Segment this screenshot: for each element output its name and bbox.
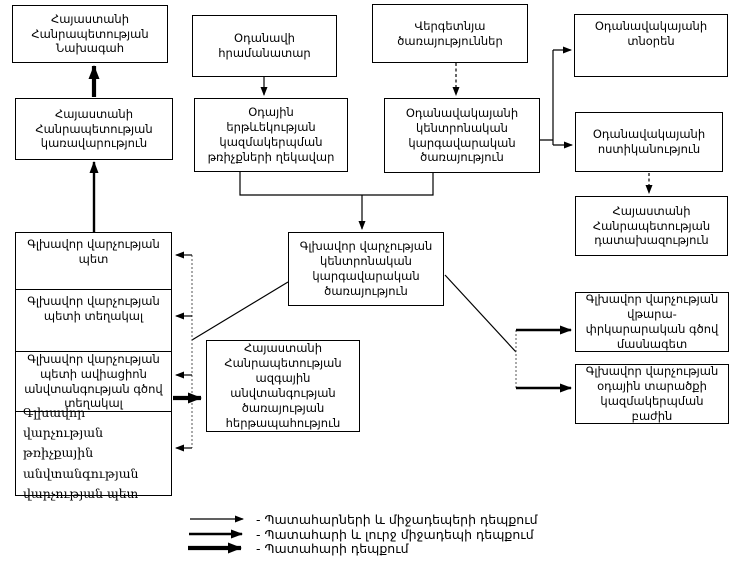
- node-airport-director: Օդանավակայանի տնօրեն: [574, 14, 728, 77]
- node-government: Հայաստանի Հանրապետության կառավարություն: [15, 98, 173, 160]
- node-airport-central-dispatch: Օդանավակայանի կենտրոնական կարգավարական ծ…: [384, 98, 540, 173]
- node-main-dept-central-dispatch: Գլխավոր վարչության կենտրոնական կարգավարա…: [288, 232, 444, 306]
- legend-label-incidents: - Պատահարների և միջադեպերի դեպքում: [256, 512, 538, 527]
- legend-label-serious-incident: - Պատահարի և լուրջ միջադեպի դեպքում: [256, 527, 534, 542]
- node-main-dept-head: Գլխավոր վարչության պետ: [15, 232, 172, 290]
- node-flight-safety-dept-head: Գլխավոր վարչության թռիչքային անվտանգությ…: [15, 405, 172, 501]
- edge-main-dispatch-to-right-boxes: [444, 274, 572, 393]
- node-airspace-division: Գլխավոր վարչության օդային տարածքի կազմակ…: [575, 364, 729, 424]
- node-aircraft-commander: Օդանավի հրամանատար: [192, 15, 337, 77]
- edge-airport-dispatch-to-director-and-police: [540, 46, 573, 149]
- node-main-dept-deputy: Գլխավոր վարչության պետի տեղակալ: [15, 289, 172, 352]
- node-deputy-aviation-security: Գլխավոր վարչության պետի ավիացիոն անվտանգ…: [15, 351, 172, 412]
- node-prosecutor-office: Հայաստանի Հանրապետության դատախազություն: [575, 196, 728, 256]
- node-airport-police: Օդանավակայանի ոստիկանություն: [575, 112, 723, 172]
- edge-atm-airport-dispatch-to-main-dispatch: [239, 172, 434, 230]
- node-ground-services: Վերգետնյա ծառայություններ: [372, 4, 528, 63]
- node-rescue-specialist: Գլխավոր վարչության վթարա- փրկարարական գծ…: [575, 292, 729, 352]
- node-nss-duty-service: Հայաստանի Հանրապետության ազգային անվտանգ…: [206, 340, 360, 432]
- node-president: Հայաստանի Հանրապետության Նախագահ: [12, 5, 168, 63]
- node-atm-flight-director: Օդային երթևեկության կազմակերպման թռիչքնե…: [194, 98, 348, 172]
- legend-label-accident: - Պատահարի դեպքում: [256, 541, 409, 556]
